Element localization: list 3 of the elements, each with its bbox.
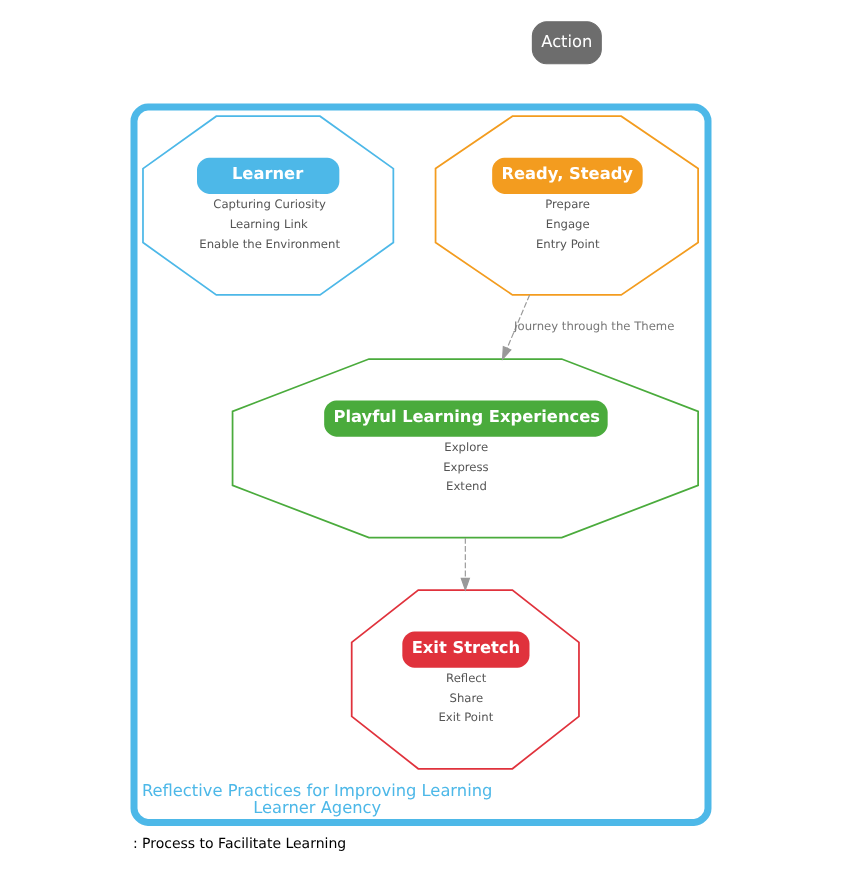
arrow — [501, 294, 531, 361]
node-box: Action — [531, 21, 602, 65]
arrow — [460, 537, 471, 592]
